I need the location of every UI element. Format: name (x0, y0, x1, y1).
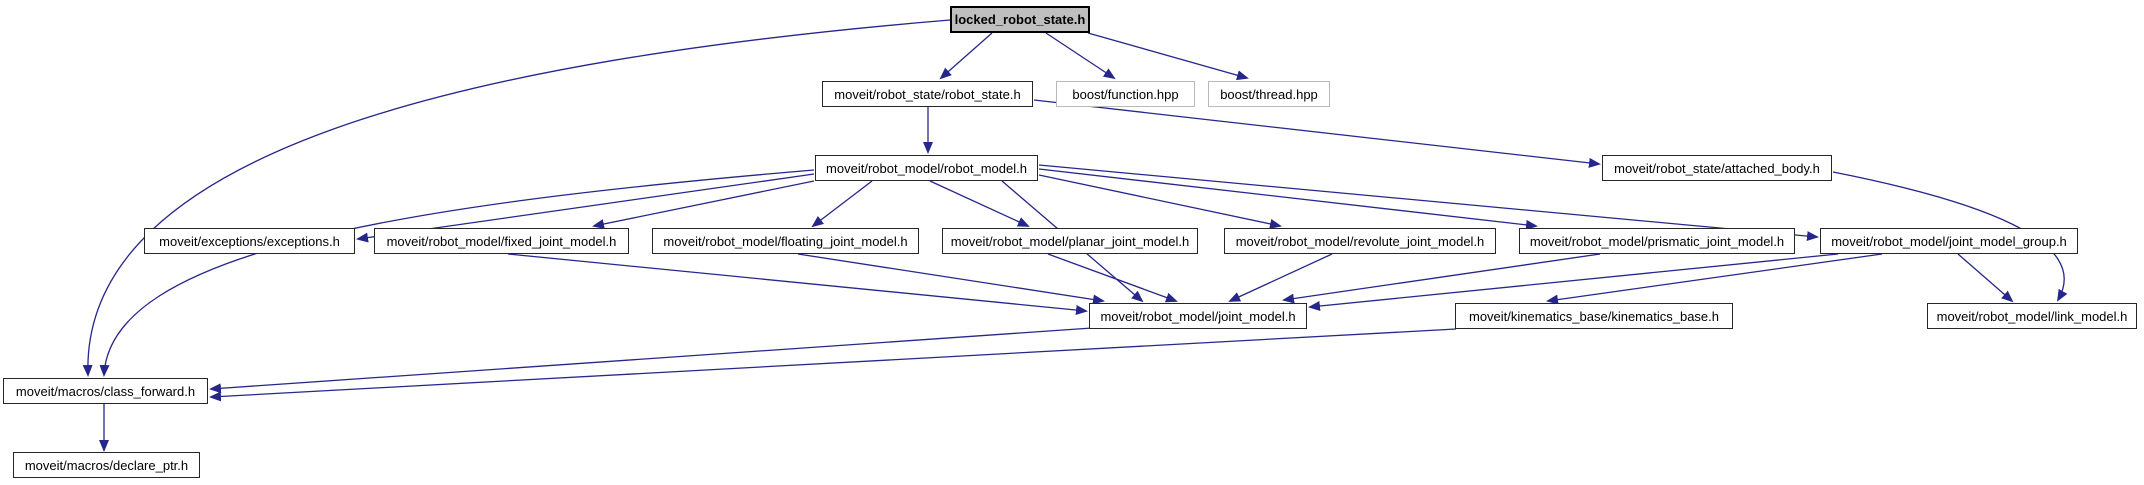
node-fixed_joint[interactable]: moveit/robot_model/fixed_joint_model.h (374, 228, 629, 254)
node-attached_body[interactable]: moveit/robot_state/attached_body.h (1602, 155, 1832, 181)
edge-joint_model-class_forward (209, 327, 1093, 394)
node-boost_thread: boost/thread.hpp (1208, 81, 1330, 107)
node-prismatic_joint[interactable]: moveit/robot_model/prismatic_joint_model… (1519, 228, 1795, 254)
edge-joint_model_group-kinematics_base (1546, 253, 1883, 305)
edge-locked_robot_state-boost_function (1045, 32, 1116, 80)
edge-robot_model-floating_joint (811, 180, 873, 228)
edge-robot_model-prismatic_joint (1038, 168, 1538, 230)
node-link_model[interactable]: moveit/robot_model/link_model.h (1927, 303, 2137, 329)
edge-robot_state-attached_body (1033, 99, 1601, 168)
edge-joint_model_group-joint_model (1308, 253, 1839, 311)
edge-revolute_joint-joint_model (1228, 253, 1333, 302)
node-revolute_joint[interactable]: moveit/robot_model/revolute_joint_model.… (1224, 228, 1496, 254)
node-floating_joint[interactable]: moveit/robot_model/floating_joint_model.… (652, 228, 919, 254)
node-robot_model[interactable]: moveit/robot_model/robot_model.h (815, 155, 1038, 181)
node-boost_function: boost/function.hpp (1056, 81, 1195, 107)
edge-robot_model-class_forward (99, 169, 815, 377)
node-locked_robot_state[interactable]: locked_robot_state.h (950, 6, 1090, 33)
edge-fixed_joint-joint_model (507, 253, 1088, 315)
node-planar_joint[interactable]: moveit/robot_model/planar_joint_model.h (942, 228, 1198, 254)
edge-robot_model-revolute_joint (1038, 174, 1282, 229)
node-class_forward[interactable]: moveit/macros/class_forward.h (3, 378, 208, 404)
node-robot_state[interactable]: moveit/robot_state/robot_state.h (822, 81, 1033, 107)
edge-prismatic_joint-joint_model (1282, 253, 1601, 304)
edge-locked_robot_state-class_forward (82, 19, 951, 377)
edge-kinematics_base-class_forward (209, 328, 1457, 402)
edge-planar_joint-joint_model (1047, 253, 1178, 303)
edge-locked_robot_state-robot_state (939, 32, 993, 80)
edge-joint_model_group-link_model (1957, 253, 2014, 303)
edge-robot_model-planar_joint (929, 180, 1030, 227)
node-joint_model_group[interactable]: moveit/robot_model/joint_model_group.h (1820, 228, 2078, 254)
node-exceptions[interactable]: moveit/exceptions/exceptions.h (144, 228, 355, 254)
edge-robot_model-fixed_joint (592, 180, 815, 229)
node-kinematics_base[interactable]: moveit/kinematics_base/kinematics_base.h (1455, 303, 1733, 329)
edge-floating_joint-joint_model (797, 253, 1105, 305)
edge-locked_robot_state-boost_thread (1087, 32, 1249, 81)
node-joint_model[interactable]: moveit/robot_model/joint_model.h (1089, 303, 1307, 329)
node-declare_ptr[interactable]: moveit/macros/declare_ptr.h (13, 452, 200, 478)
